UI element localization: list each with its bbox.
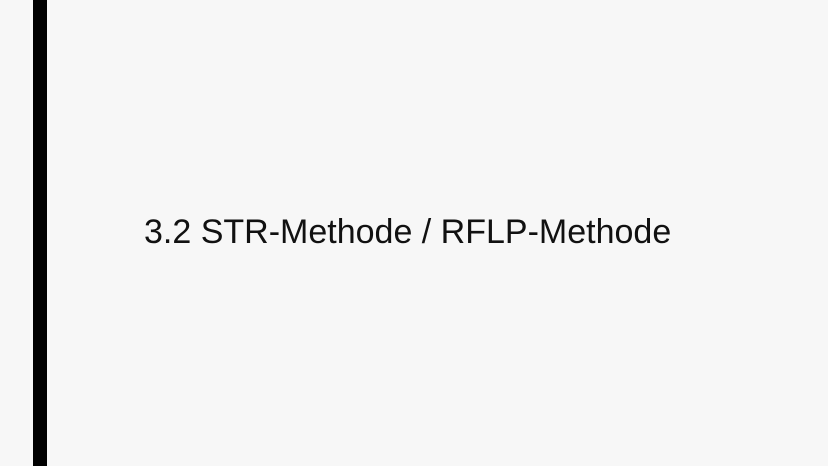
left-accent-bar bbox=[33, 0, 47, 466]
slide-title: 3.2 STR-Methode / RFLP-Methode bbox=[144, 213, 672, 251]
